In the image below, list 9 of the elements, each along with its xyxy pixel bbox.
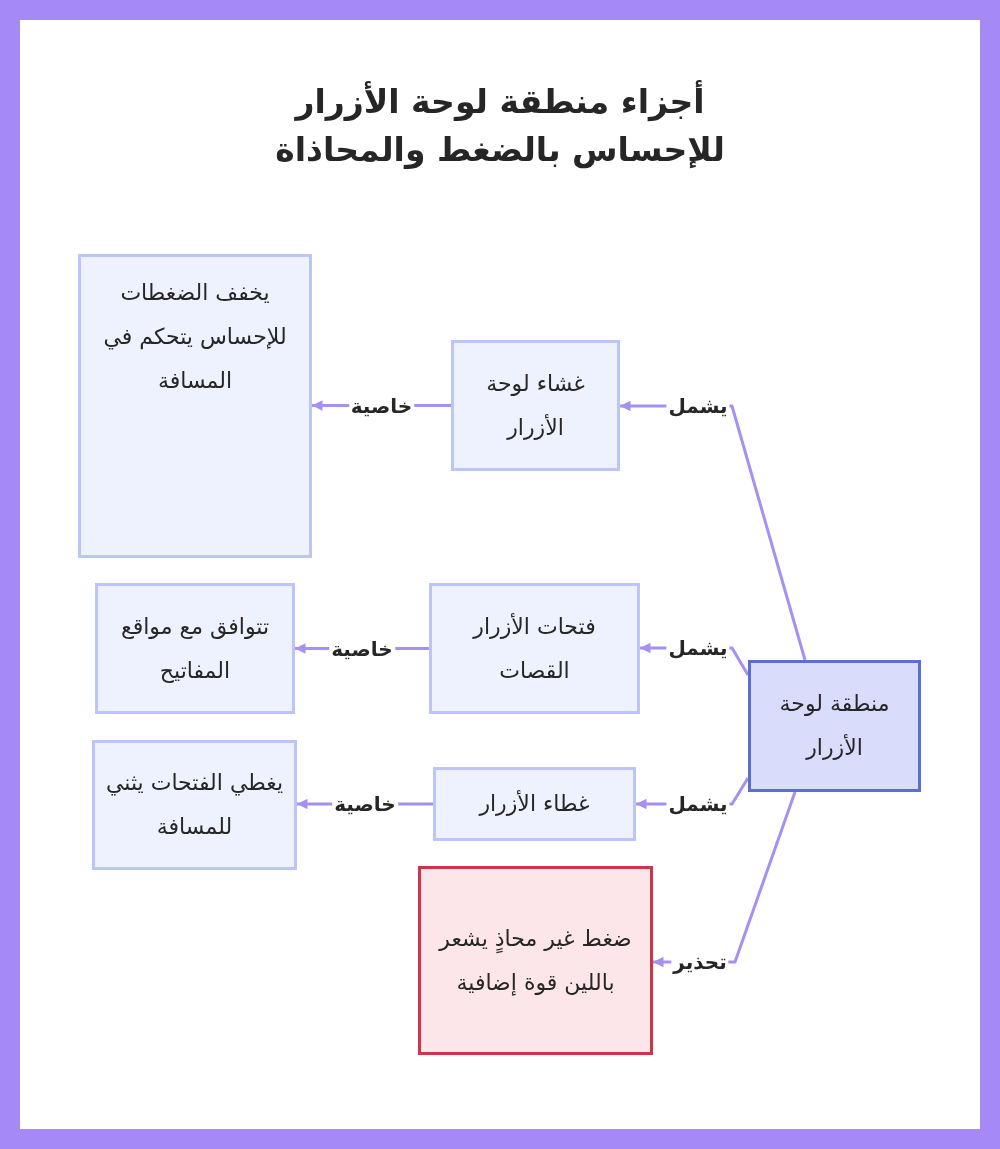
property-box: تتوافق مع مواقع المفاتيح [95, 583, 295, 714]
part-box: غشاء لوحة الأزرار [451, 340, 620, 471]
title: أجزاء منطقة لوحة الأزرار للإحساس بالضغط والمحاذاة [274, 79, 726, 171]
property-box: يخفف الضغطات للإحساس يتحكم في المسافة [78, 254, 312, 558]
part-box: غطاء الأزرار [433, 767, 636, 841]
part-box: فتحات الأزرار القصات [429, 583, 640, 714]
property-box: يغطي الفتحات يثني للمسافة [92, 740, 297, 870]
main-box: منطقة لوحة الأزرار [748, 660, 921, 792]
warning-box: ضغط غير محاذٍ يشعر باللين قوة إضافية [418, 866, 653, 1055]
